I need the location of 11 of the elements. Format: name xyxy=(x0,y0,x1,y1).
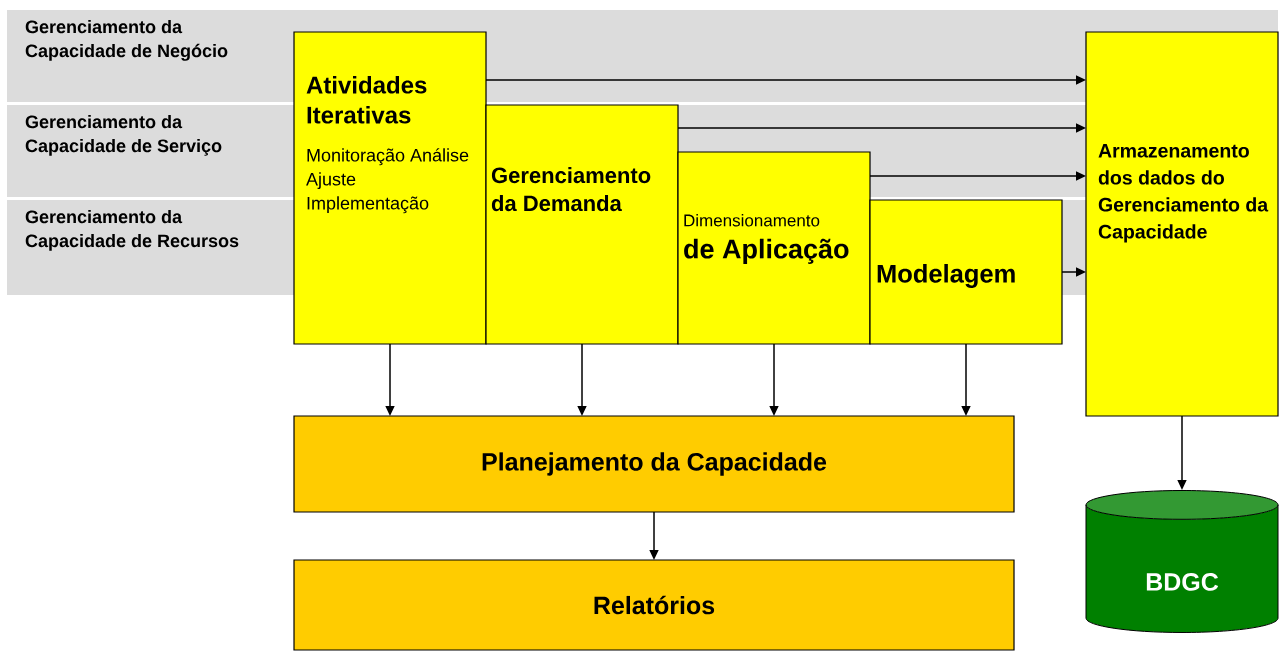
database-cylinder: BDGC xyxy=(1085,490,1279,633)
report-box: Relatórios xyxy=(293,559,1015,651)
band-row: Gerenciamento da Capacidade de Negócio xyxy=(7,10,294,102)
band-row: Gerenciamento da Capacidade de Recursos xyxy=(7,200,294,295)
planning-box: Planejamento da Capacidade xyxy=(293,415,1015,513)
process-box: Dimensionamento de Aplicação xyxy=(677,151,871,345)
process-box: Gerenciamento da Demanda xyxy=(485,104,679,345)
band-row: Gerenciamento da Capacidade de Serviço xyxy=(7,105,294,197)
storage-box: Armazenamento dos dados do Gerenciamento da Capacidade xyxy=(1085,31,1279,417)
process-box: Modelagem xyxy=(869,199,1063,345)
process-box: Atividades Iterativas Monitoração Análise Ajuste Implementação xyxy=(293,31,487,345)
